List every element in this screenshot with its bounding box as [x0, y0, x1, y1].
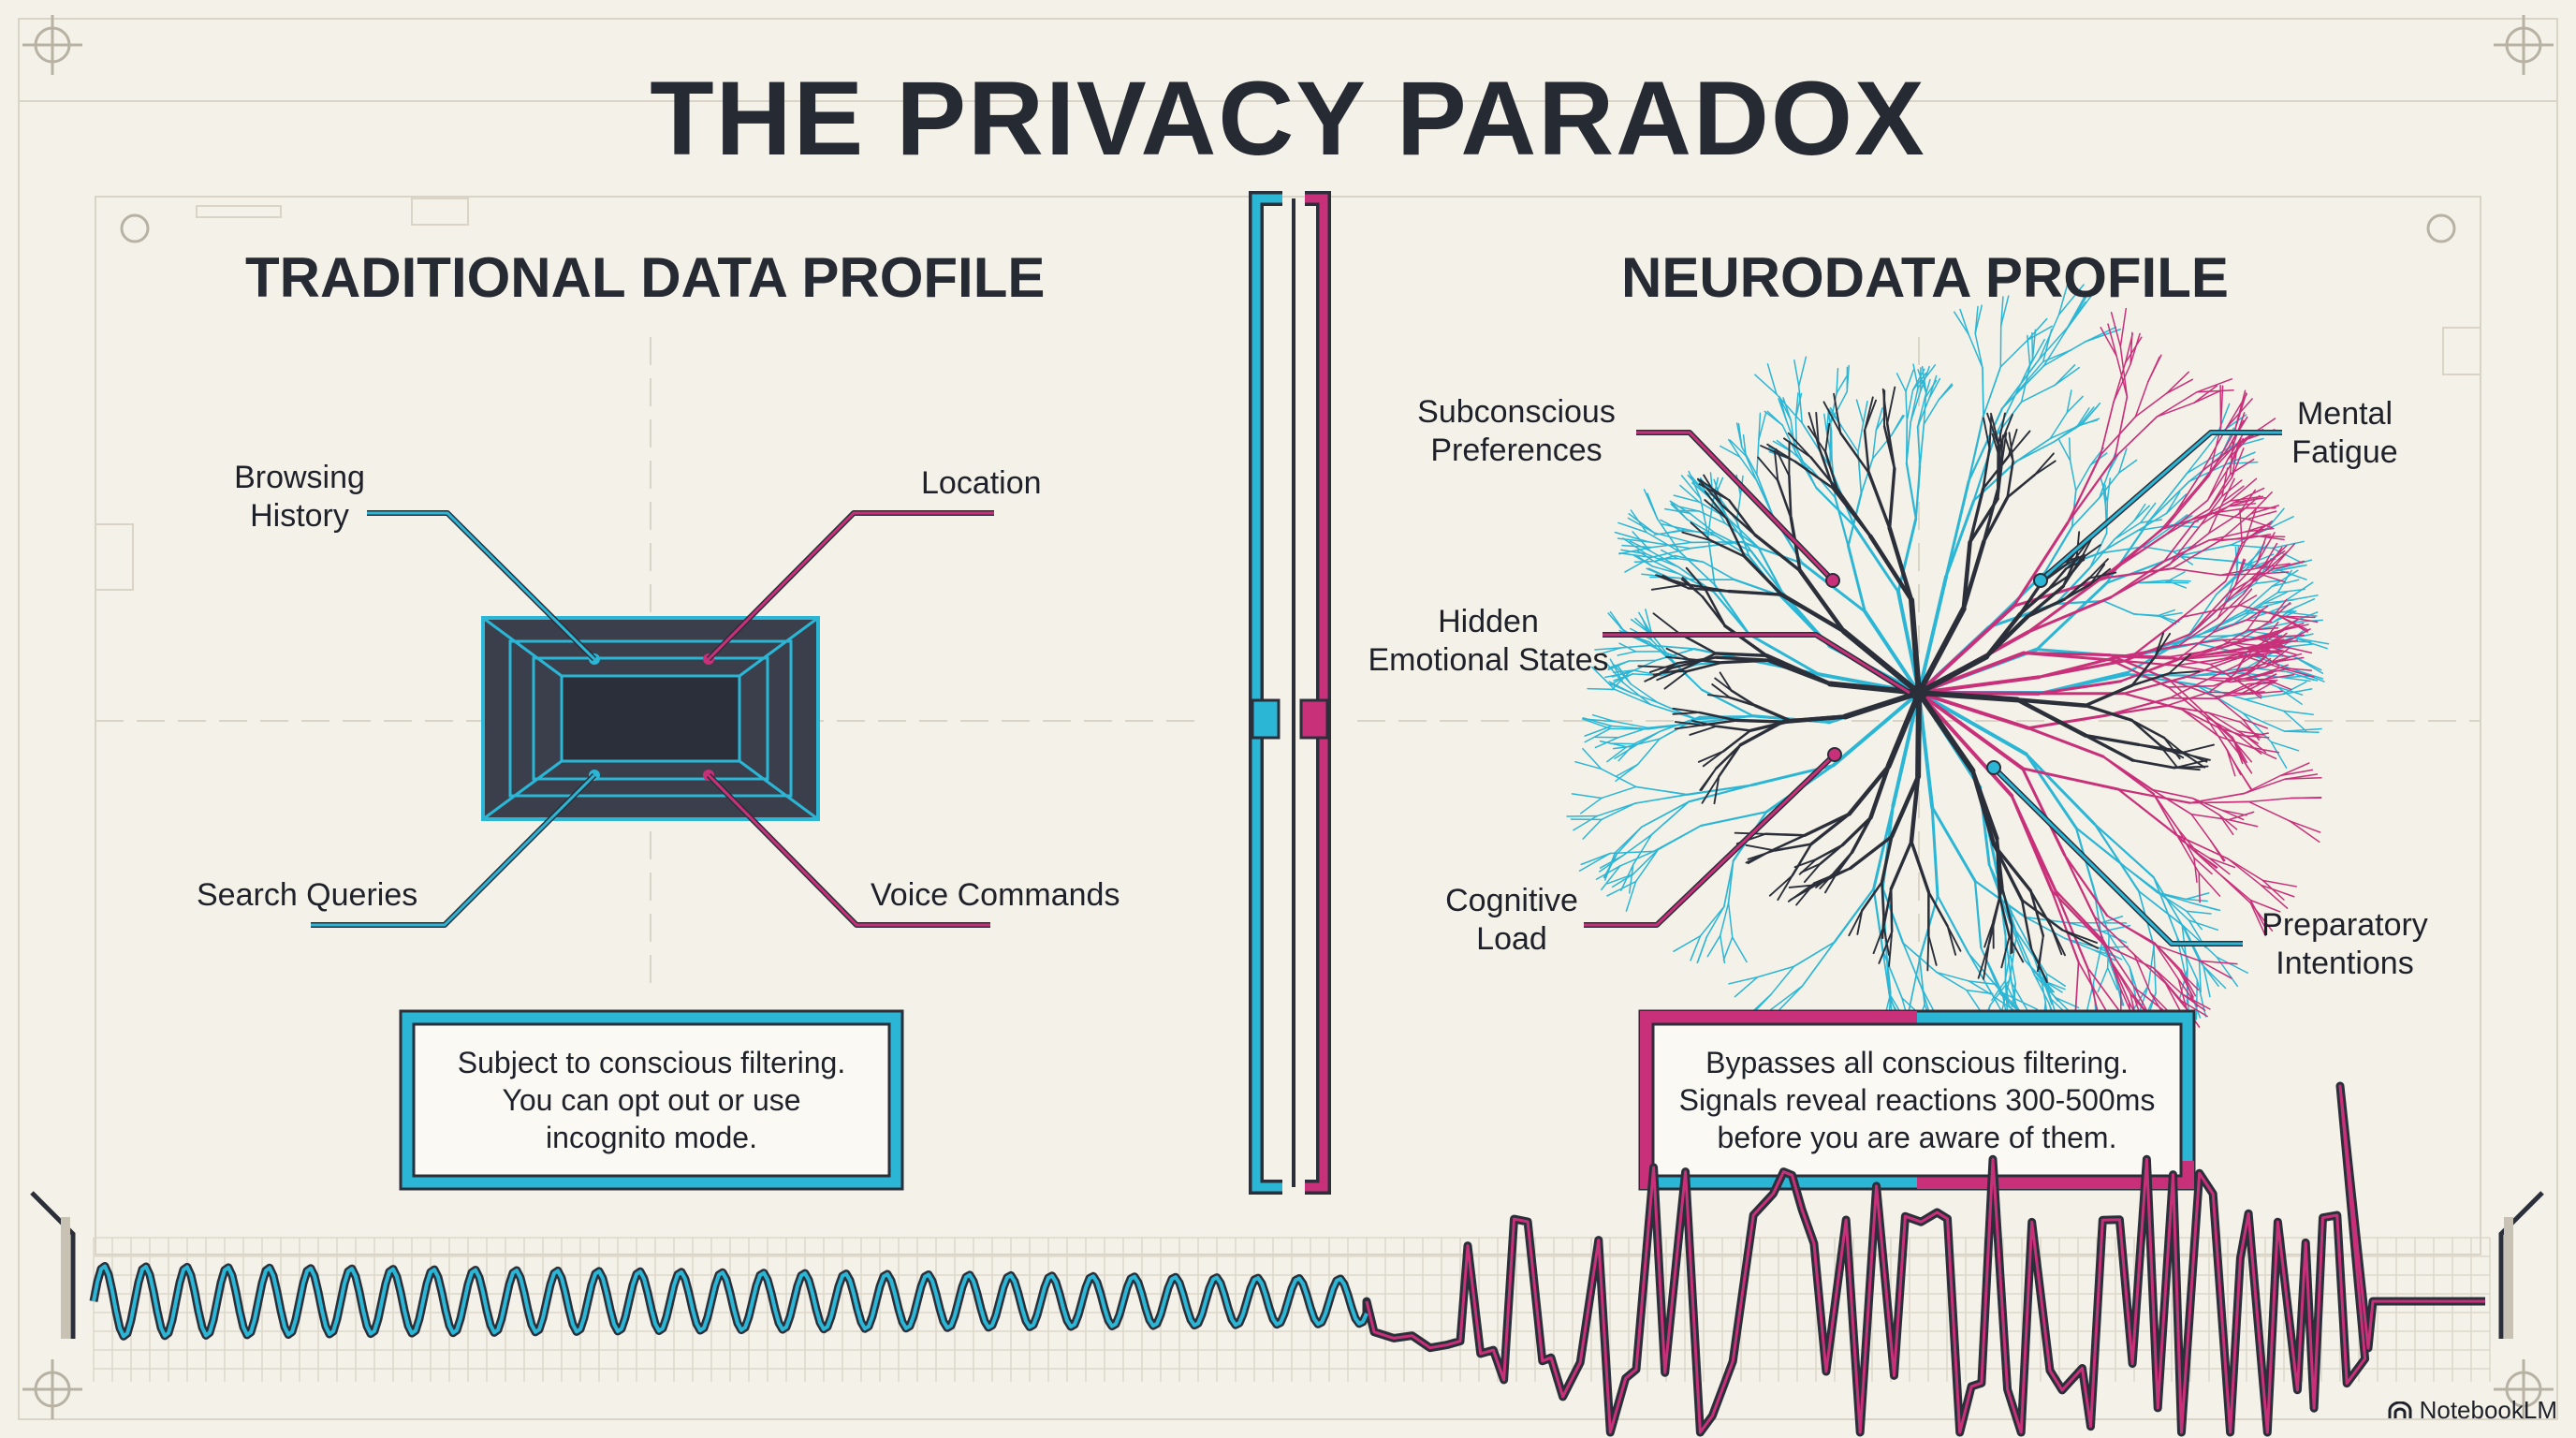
neuron-network: [1566, 279, 2330, 1110]
label-preparatory-intentions: Preparatory Intentions: [2261, 907, 2428, 981]
left-info-box-frame: [399, 1009, 904, 1191]
page-title: THE PRIVACY PARADOX: [650, 60, 1926, 177]
label-search-queries: Search Queries: [197, 877, 418, 913]
neurodata-info-text: Bypasses all conscious filtering. Signal…: [1678, 1046, 2156, 1154]
notebooklm-watermark: NotebookLM: [2388, 1396, 2557, 1425]
label-mental-fatigue: Mental Fatigue: [2291, 396, 2398, 470]
center-divider: [1249, 191, 1331, 1195]
label-browsing-history: Browsing History: [234, 460, 365, 534]
traditional-info-text: Subject to conscious filtering. You can …: [457, 1046, 846, 1154]
label-subconscious-preferences: Subconscious Preferences: [1417, 394, 1616, 468]
traditional-profile-heading: TRADITIONAL DATA PROFILE: [245, 246, 1046, 309]
right-connectors: [1584, 430, 2282, 946]
label-voice-commands: Voice Commands: [871, 877, 1120, 913]
corner-markers: [22, 15, 2554, 1419]
right-info-box-frame: [1638, 1009, 2196, 1191]
notebooklm-logo-icon: [2388, 1401, 2412, 1418]
neurodata-profile-heading: NEURODATA PROFILE: [1621, 246, 2229, 309]
wave-brackets: [30, 1191, 2544, 1339]
label-hidden-emotional-states: Hidden Emotional States: [1368, 604, 1609, 678]
label-location: Location: [921, 465, 1042, 501]
data-cube: [481, 616, 820, 821]
left-connectors: [311, 510, 994, 928]
label-cognitive-load: Cognitive Load: [1445, 883, 1578, 957]
blueprint-frame: [18, 18, 2558, 1420]
brain-signal-wave: [89, 1081, 2485, 1437]
